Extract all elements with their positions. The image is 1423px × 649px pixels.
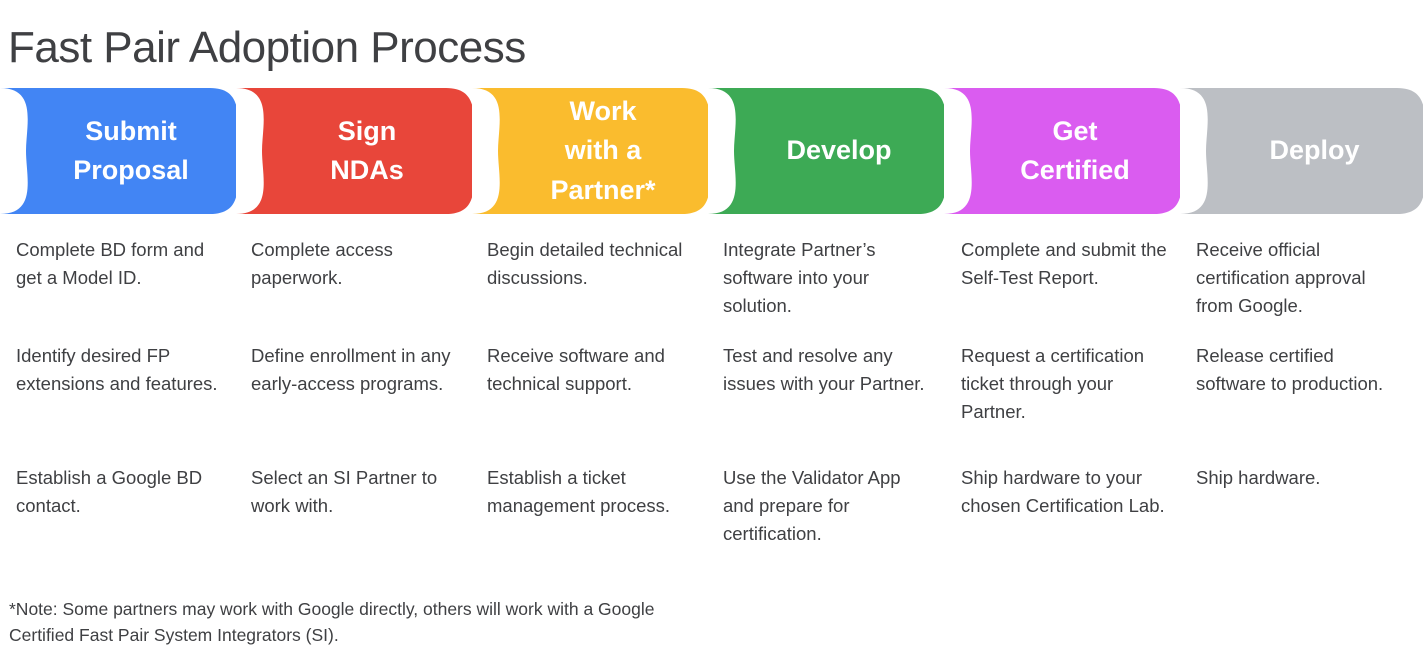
chevron-shape-icon bbox=[236, 88, 472, 214]
footnote-text: *Note: Some partners may work with Googl… bbox=[9, 598, 655, 646]
bullet-item: Ship hardware. bbox=[1196, 467, 1321, 488]
process-stage-banner-4[interactable]: Develop bbox=[708, 88, 944, 214]
chevron-shape-icon bbox=[1180, 88, 1423, 214]
chevron-shape-icon bbox=[472, 88, 708, 214]
bullet-item: Complete BD form and get a Model ID. bbox=[16, 239, 205, 289]
chevron-shape-icon bbox=[0, 88, 236, 214]
bullet-item: Request a certification ticket through y… bbox=[961, 345, 1145, 423]
chevron-shape-icon bbox=[708, 88, 944, 214]
bullet-item: Begin detailed technical discussions. bbox=[487, 239, 683, 289]
bullet-item: Test and resolve any issues with your Pa… bbox=[723, 345, 925, 395]
bullet-item: Integrate Partner’s software into your s… bbox=[723, 239, 876, 317]
bullet-item: Establish a Google BD contact. bbox=[16, 467, 203, 517]
process-stage-banner-6[interactable]: Deploy bbox=[1180, 88, 1423, 214]
bullet-item: Complete and submit the Self-Test Report… bbox=[961, 239, 1167, 289]
page-title: Fast Pair Adoption Process bbox=[8, 23, 526, 73]
bullet-item: Select an SI Partner to work with. bbox=[251, 467, 438, 517]
bullet-item: Ship hardware to your chosen Certificati… bbox=[961, 467, 1165, 517]
bullet-item: Identify desired FP extensions and featu… bbox=[16, 345, 218, 395]
bullet-item: Use the Validator App and prepare for ce… bbox=[723, 467, 901, 545]
bullet-item: Receive official certification approval … bbox=[1196, 239, 1366, 317]
bullet-item: Complete access paperwork. bbox=[251, 239, 393, 289]
chevron-shape-icon bbox=[944, 88, 1180, 214]
bullet-item: Receive software and technical support. bbox=[487, 345, 665, 395]
bullet-item: Define enrollment in any early-access pr… bbox=[251, 345, 451, 395]
bullet-item: Establish a ticket management process. bbox=[487, 467, 671, 517]
bullet-item: Release certified software to production… bbox=[1196, 345, 1384, 395]
